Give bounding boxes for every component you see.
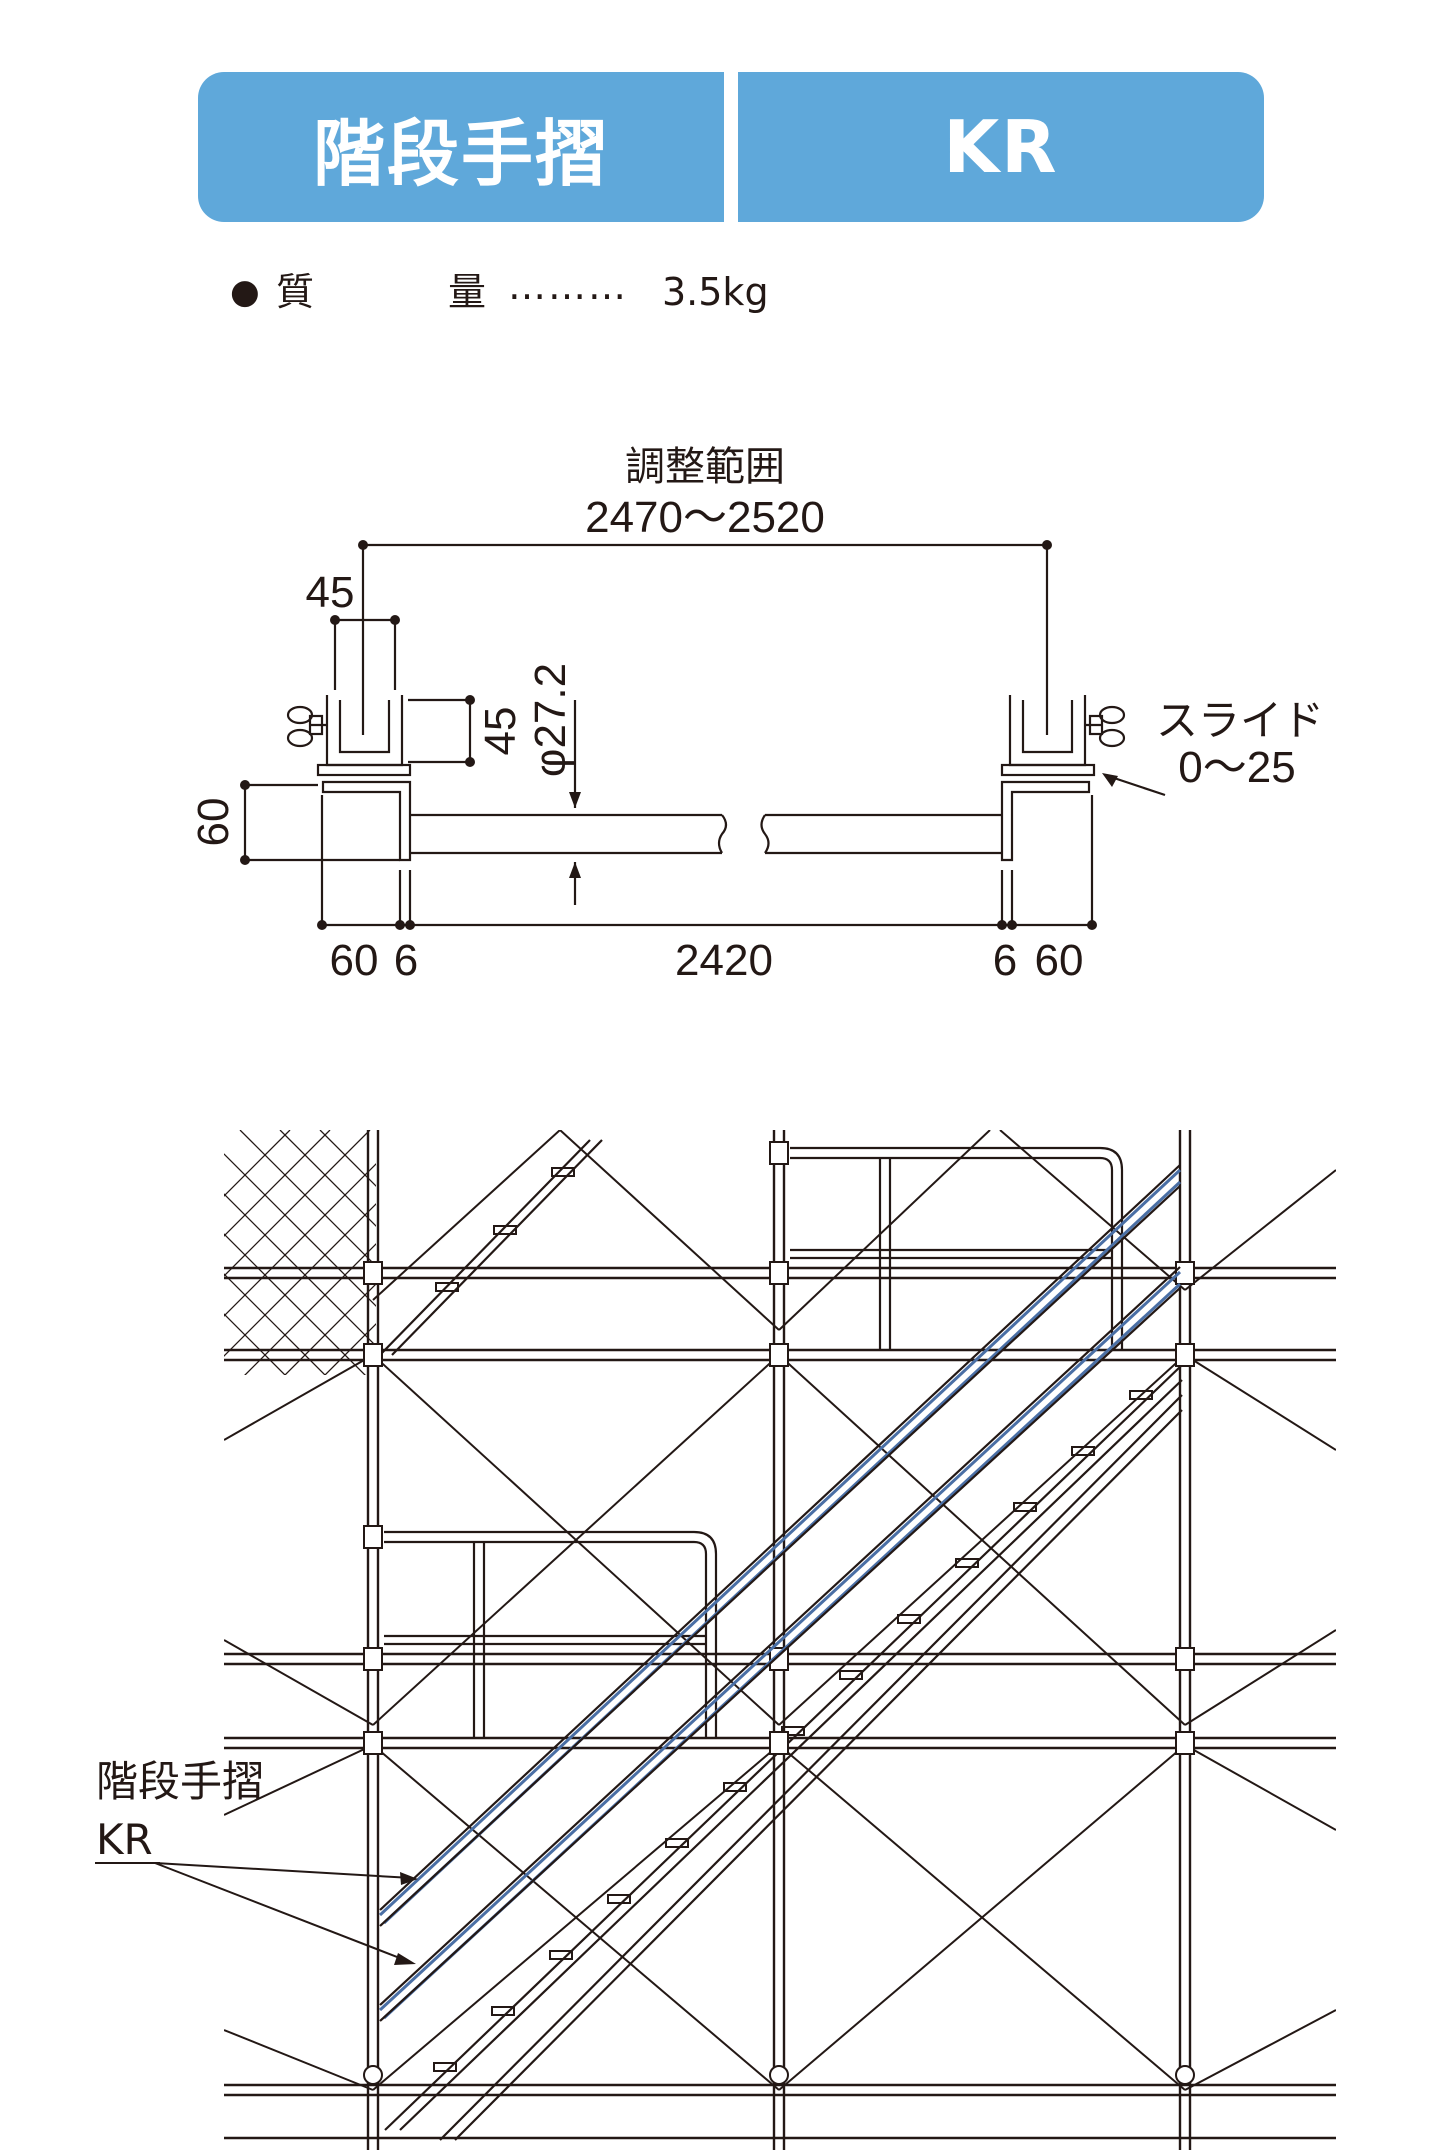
- length-label: 2420: [675, 936, 773, 985]
- mesh-net: [224, 1130, 376, 1375]
- slide-range: 0～25: [1178, 743, 1295, 792]
- weight-spec: ● 質 量 ……… 3.5kg: [230, 262, 930, 322]
- clamp-width-label: 45: [306, 568, 355, 617]
- right-offset-label: 60: [1035, 936, 1084, 985]
- left-offset-label: 60: [330, 936, 379, 985]
- left-plate-label: 6: [394, 936, 418, 985]
- slide-label: スライド: [1156, 697, 1324, 744]
- product-header: 階段手摺 KR: [198, 72, 1264, 222]
- product-model: KR: [738, 72, 1264, 222]
- leader-dots: ………: [508, 264, 628, 308]
- handrail-callout: 階段手摺 KR: [96, 1753, 264, 1869]
- kr-handrails: [378, 1168, 1182, 2020]
- clamp-depth-label: 45: [476, 707, 525, 756]
- adjust-range-value: 2470～2520: [585, 493, 825, 542]
- dimension-drawing: 調整範囲 2470～2520 45 45 φ27.2 60 スライド 0～25 …: [189, 445, 1324, 985]
- callout-model: KR: [96, 1815, 153, 1864]
- weight-label-part1: 質: [276, 270, 315, 314]
- height-label: 60: [189, 798, 238, 847]
- product-title: 階段手摺: [198, 72, 724, 222]
- bullet-icon: ●: [230, 272, 260, 312]
- weight-label-part2: 量: [448, 270, 487, 314]
- pipe-diameter-label: φ27.2: [526, 663, 575, 777]
- callout-title: 階段手摺: [96, 1757, 265, 1806]
- adjust-range-label: 調整範囲: [625, 445, 785, 489]
- weight-value: 3.5kg: [662, 270, 769, 314]
- right-plate-label: 6: [993, 936, 1017, 985]
